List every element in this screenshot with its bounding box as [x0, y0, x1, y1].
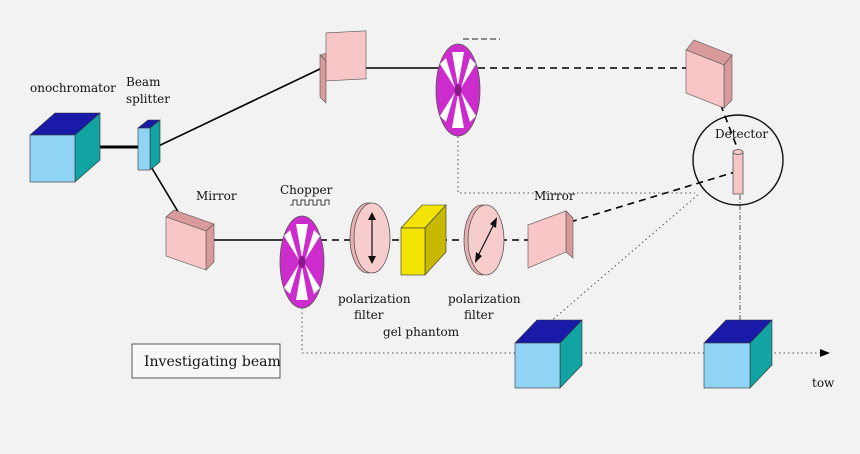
monochromator-label: onochromator	[30, 81, 116, 95]
lower-cube-right	[703, 319, 773, 389]
lower-cube-left	[514, 319, 583, 389]
beam-splitter	[137, 119, 161, 171]
beam-splitter-label-line1: Beam	[126, 75, 161, 89]
investigating-beam-label: Investigating beam	[144, 354, 281, 370]
chopper-signal-icon	[290, 199, 330, 206]
detector	[692, 114, 784, 206]
chopper-label: Chopper	[280, 183, 333, 197]
beam-lower-mirror-to-detector	[569, 171, 736, 223]
towards-label: tow	[812, 376, 835, 390]
beam-splitter-to-lower-mirror	[149, 164, 181, 216]
polarization-filter-1-label-line2: filter	[354, 308, 384, 322]
investigating-beam-box	[131, 343, 281, 379]
beam-splitter-label-line2: splitter	[126, 92, 170, 106]
polarization-filter-1-label-line1: polarization	[338, 292, 411, 306]
polarization-filter-2-label-line2: filter	[464, 308, 494, 322]
mirror-left-label: Mirror	[196, 189, 237, 203]
beam-splitter-to-top-mirror	[149, 67, 323, 151]
gel-phantom-label: gel phantom	[383, 325, 460, 339]
gel-phantom	[400, 204, 447, 276]
reference-line-lower-cube	[549, 192, 701, 323]
monochromator-cube	[29, 112, 101, 183]
chopper-lower	[279, 215, 325, 309]
arrow-head-right	[820, 349, 830, 357]
mirror-lower-left	[165, 209, 215, 271]
mirror-top	[319, 30, 367, 104]
mirror-top-right	[685, 39, 733, 109]
chopper-top	[435, 43, 481, 137]
mirror-lower-right	[527, 210, 574, 269]
polarization-filter-2-label-line1: polarization	[448, 292, 521, 306]
detector-label: Detector	[715, 127, 768, 141]
polarization-filter-1	[349, 202, 391, 274]
polarization-filter-2	[463, 204, 505, 276]
mirror-right-label: Mirror	[534, 189, 575, 203]
reference-line-top-chopper	[457, 105, 695, 194]
